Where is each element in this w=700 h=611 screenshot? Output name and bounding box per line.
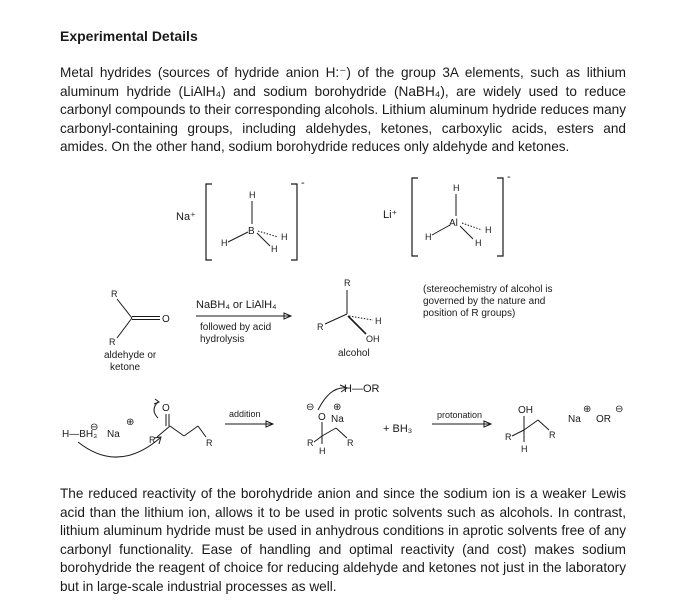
boron-atom-label: B xyxy=(248,226,255,237)
hydrogen-left-label: H xyxy=(425,232,432,242)
hydrogen-label: H xyxy=(375,316,382,326)
r-group-label: R xyxy=(344,278,351,288)
oxygen-atom-label: O xyxy=(318,412,326,423)
hydrogen-bottom-label: H xyxy=(271,244,278,254)
reagent-condition: hydrolysis xyxy=(200,334,244,345)
borohydride-label: H—BH₃ xyxy=(62,429,97,440)
aluminum-hydride-structure: Li⁺ - Al H H H H xyxy=(383,171,511,257)
substrate-label: ketone xyxy=(110,362,140,373)
reduction-arrow: NaBH₄ or LiAlH₄ followed by acid hydroly… xyxy=(196,299,293,345)
oxygen-atom-label: O xyxy=(162,314,170,325)
borane-byproduct: + BH₃ xyxy=(383,423,412,435)
oxygen-atom-label: O xyxy=(162,403,170,414)
r-group-label: R xyxy=(149,435,156,445)
r-group-label: R xyxy=(347,438,354,448)
r-group-label: R xyxy=(317,322,324,332)
hydrogen-label: H xyxy=(319,446,326,456)
lithium-cation-label: Li⁺ xyxy=(383,209,398,221)
hydrogen-right-label: H xyxy=(281,232,288,242)
hydrogen-label: H xyxy=(521,444,528,454)
negative-charge-icon: ⊖ xyxy=(615,404,623,415)
positive-charge-icon: ⊕ xyxy=(333,402,341,413)
hydrogen-bottom-label: H xyxy=(475,238,482,248)
hydroxyl-label: OH xyxy=(366,334,380,344)
r-group-label: R xyxy=(111,289,118,299)
bracket-charge-minus: - xyxy=(301,177,305,189)
note-line: (stereochemistry of alcohol is xyxy=(423,284,553,295)
alkoxide-label: OR xyxy=(596,414,611,425)
r-group-label: R xyxy=(549,430,556,440)
alcohol-product: R R H OH alcohol xyxy=(317,278,382,359)
hydrogen-left-label: H xyxy=(221,238,228,248)
carbonyl-substrate: R R O aldehyde or ketone xyxy=(104,289,170,373)
sodium-label: Na xyxy=(107,429,120,440)
hydrogen-top-label: H xyxy=(249,190,256,200)
borohydride-structure: Na⁺ - B H H H H xyxy=(176,177,305,261)
addition-label: addition xyxy=(229,409,261,419)
hydrogen-top-label: H xyxy=(453,183,460,193)
hydroxyl-label: OH xyxy=(518,405,533,416)
r-group-label: R xyxy=(307,438,314,448)
sodium-cation-label: Na⁺ xyxy=(176,211,196,223)
negative-charge-icon: ⊖ xyxy=(90,422,98,433)
product-label: alcohol xyxy=(338,348,370,359)
r-group-label: R xyxy=(109,337,116,347)
note-line: governed by the nature and xyxy=(423,296,545,307)
mechanism-row: H—BH₃ ⊖ Na ⊕ O R R addition H—OR ⊖ ⊕ O N… xyxy=(62,383,623,458)
negative-charge-icon: ⊖ xyxy=(306,402,314,413)
r-group-label: R xyxy=(505,432,512,442)
stereochemistry-note: (stereochemistry of alcohol is governed … xyxy=(423,284,553,319)
substrate-label: aldehyde or xyxy=(104,350,157,361)
sodium-label: Na xyxy=(568,414,581,425)
note-line: position of R groups) xyxy=(423,308,515,319)
section-heading: Experimental Details xyxy=(60,28,198,44)
reagent-label: NaBH₄ or LiAlH₄ xyxy=(196,299,277,311)
protonation-label: protonation xyxy=(437,410,482,420)
intro-paragraph: Metal hydrides (sources of hydride anion… xyxy=(60,65,626,154)
reagent-condition: followed by acid xyxy=(200,322,271,333)
aluminum-atom-label: Al xyxy=(449,218,458,229)
r-group-label: R xyxy=(206,438,213,448)
h-or-label: H—OR xyxy=(344,383,380,395)
bracket-charge-minus: - xyxy=(507,171,511,183)
hydrogen-right-label: H xyxy=(485,225,492,235)
positive-charge-icon: ⊕ xyxy=(126,417,134,428)
sodium-label: Na xyxy=(331,414,344,425)
conclusion-paragraph: The reduced reactivity of the borohydrid… xyxy=(60,486,626,594)
positive-charge-icon: ⊕ xyxy=(583,404,591,415)
